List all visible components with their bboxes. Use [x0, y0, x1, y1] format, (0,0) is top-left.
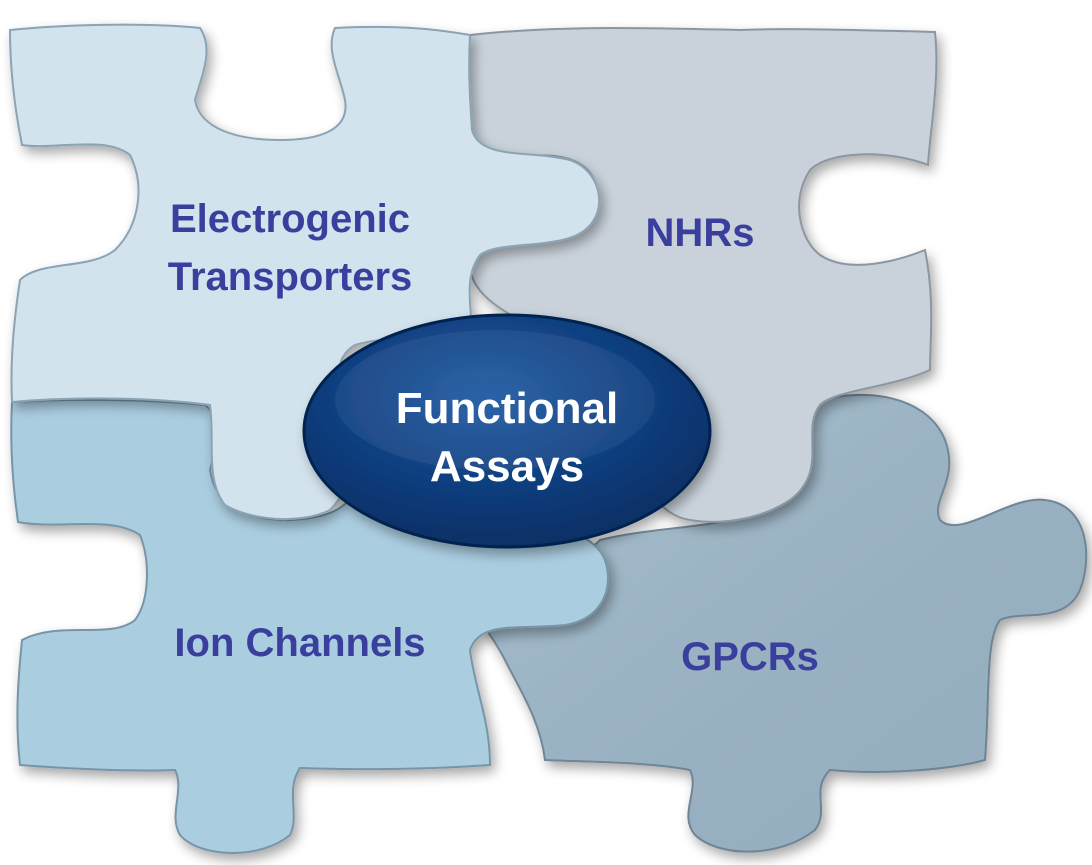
label-electrogenic-line2: Transporters: [167, 255, 413, 299]
center-label-line2: Assays: [429, 442, 585, 491]
label-ion-channels: Ion Channels: [174, 621, 426, 665]
label-nhrs: NHRs: [645, 211, 755, 255]
label-electrogenic-line1: Electrogenic: [169, 197, 411, 241]
label-electrogenic-transporters: Electrogenic Transporters: [120, 190, 460, 306]
center-label-line1: Functional: [395, 384, 619, 433]
label-gpcrs: GPCRs: [681, 635, 819, 679]
center-label: Functional Assays: [337, 380, 677, 496]
center-oval: [302, 313, 712, 549]
